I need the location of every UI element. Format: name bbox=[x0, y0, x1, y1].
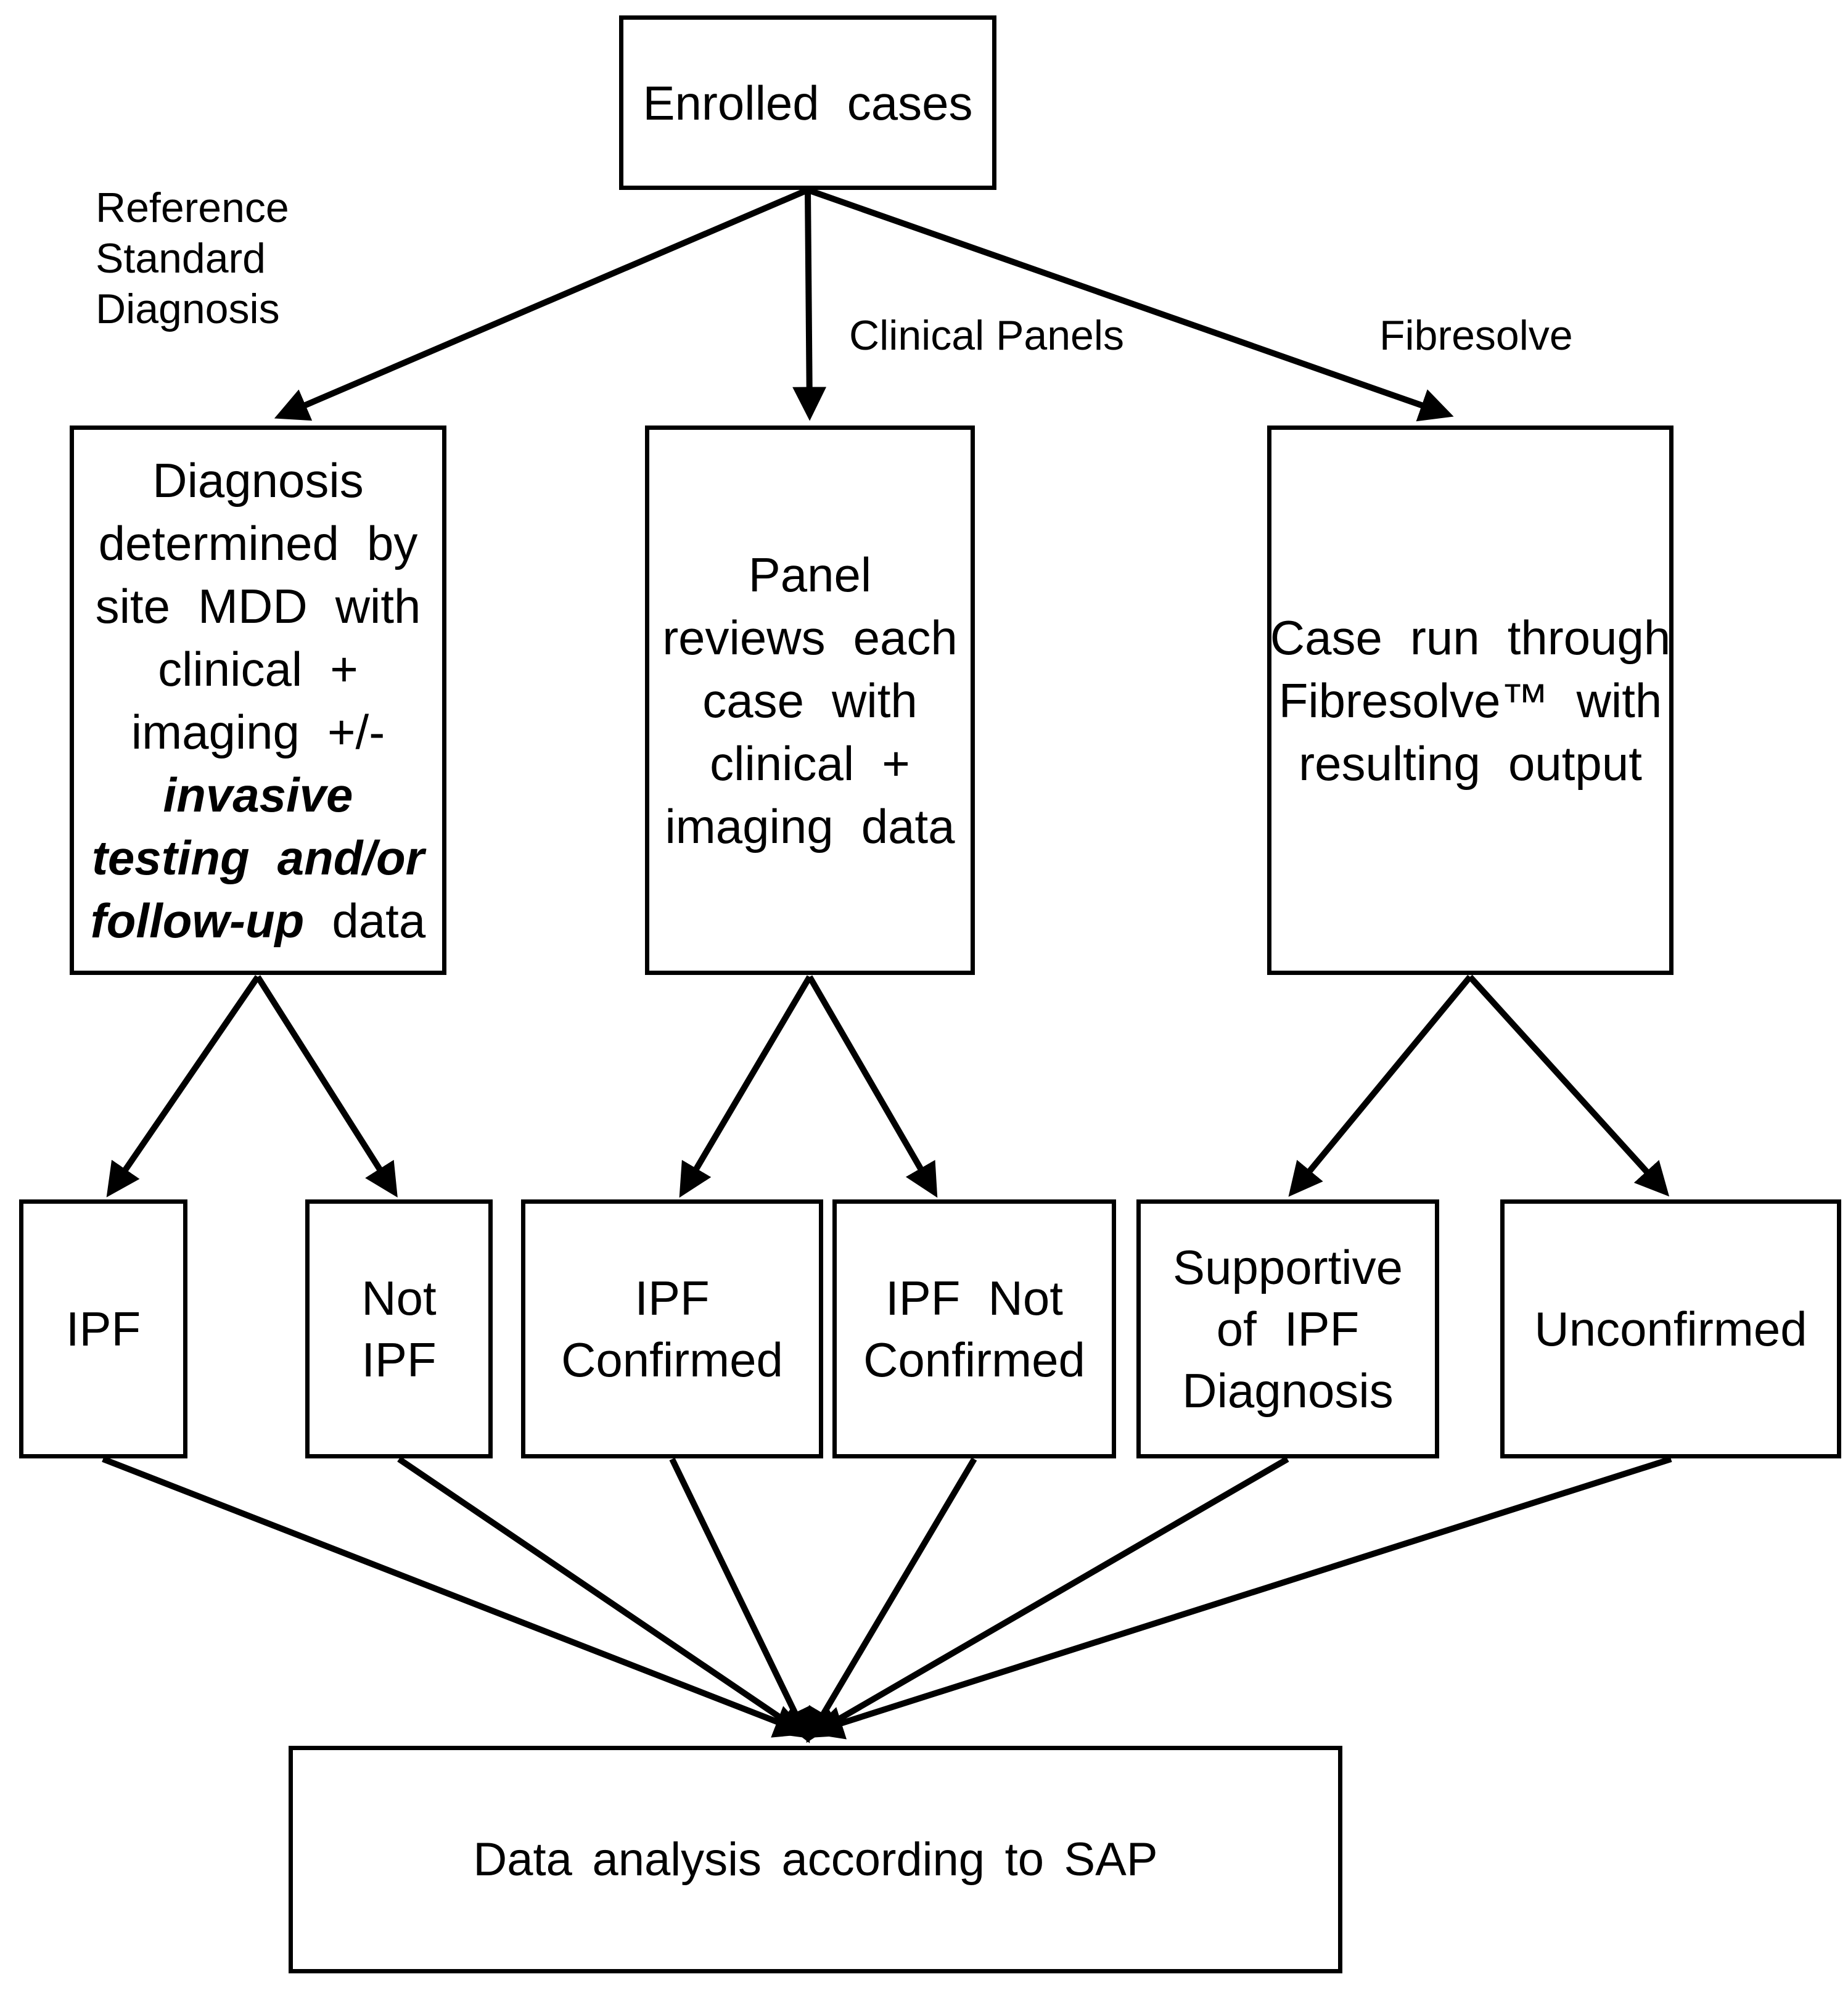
line-not-ipf-to-sap bbox=[397, 1456, 811, 1739]
text-line: IPF Not bbox=[885, 1271, 1063, 1325]
line-ipf-confirmed-to-sap bbox=[669, 1457, 810, 1743]
text-line: IPF bbox=[65, 1302, 141, 1356]
text-line: Panel bbox=[748, 547, 872, 602]
box-enrolled-cases: Enrolled cases bbox=[619, 15, 996, 190]
box-panel-review: Panel reviews each case with clinical + imag… bbox=[645, 426, 975, 975]
text-line: Reference bbox=[96, 184, 289, 231]
text-line: clinical + bbox=[158, 641, 358, 696]
arrow-mdd-to-not-ipf bbox=[255, 975, 398, 1198]
text-line: determined by bbox=[98, 516, 418, 570]
box-unconfirmed: Unconfirmed bbox=[1500, 1199, 1841, 1458]
text-line: Data analysis according to SAP bbox=[473, 1833, 1158, 1886]
box-mdd-diagnosis: Diagnosis determined by site MDD with clini… bbox=[70, 426, 446, 975]
text-line: Confirmed bbox=[561, 1333, 783, 1387]
line-ipf-not-confirmed-to-sap bbox=[806, 1457, 977, 1743]
box-supportive-of-ipf-diagnosis: Supportive of IPF Diagnosis bbox=[1136, 1199, 1439, 1458]
text-line: IPF bbox=[361, 1333, 437, 1387]
text-line: Diagnosis bbox=[1182, 1363, 1394, 1418]
text-line: follow-up data bbox=[90, 893, 426, 948]
label-fibresolve: Fibresolve bbox=[1379, 312, 1573, 359]
text-line: imaging data bbox=[665, 799, 955, 853]
arrow-enrolled-to-mdd bbox=[274, 187, 809, 421]
text-line: invasive bbox=[163, 767, 353, 822]
text-line: testing and/or bbox=[91, 830, 425, 885]
arrow-enrolled-to-fibresolve bbox=[807, 187, 1454, 422]
text-line: Diagnosis bbox=[152, 453, 364, 508]
arrow-enrolled-to-panel bbox=[792, 189, 827, 421]
text-line: Fibresolve™ with bbox=[1278, 673, 1662, 728]
text-line: Standard bbox=[96, 235, 266, 282]
arrow-panel-to-ipf-confirmed bbox=[679, 975, 813, 1198]
text-line: Enrolled cases bbox=[643, 75, 973, 130]
box-data-analysis-sap: Data analysis according to SAP bbox=[289, 1746, 1342, 1973]
arrow-mdd-to-ipf bbox=[106, 975, 261, 1198]
arrow-panel-to-ipf-not-confirmed bbox=[807, 975, 938, 1198]
line-supportive-to-sap bbox=[806, 1456, 1289, 1738]
text-line: Unconfirmed bbox=[1534, 1302, 1807, 1356]
text-line: site MDD with bbox=[95, 578, 421, 633]
label-clinical-panels: Clinical Panels bbox=[849, 312, 1124, 359]
text-line: clinical + bbox=[710, 736, 910, 791]
arrow-fibresolve-to-unconfirmed bbox=[1468, 974, 1670, 1197]
text-line: Case run through bbox=[1270, 610, 1671, 665]
arrow-fibresolve-to-supportive bbox=[1288, 974, 1472, 1197]
text-line: imaging +/- bbox=[131, 704, 385, 759]
text-line: Not bbox=[361, 1271, 437, 1325]
text-line: Confirmed bbox=[863, 1333, 1085, 1387]
line-ipf-to-sap bbox=[102, 1456, 809, 1738]
text-line: Supportive bbox=[1173, 1240, 1403, 1294]
text-line: resulting output bbox=[1299, 736, 1642, 791]
text-line: reviews each bbox=[662, 610, 958, 665]
text-line: IPF bbox=[634, 1271, 710, 1325]
box-ipf: IPF bbox=[19, 1199, 187, 1458]
text-line: case with bbox=[702, 673, 918, 728]
line-unconfirmed-to-sap bbox=[809, 1456, 1672, 1740]
text-line: of IPF bbox=[1216, 1302, 1360, 1356]
box-ipf-confirmed: IPF Confirmed bbox=[521, 1199, 823, 1458]
text-line: Diagnosis bbox=[96, 286, 280, 332]
